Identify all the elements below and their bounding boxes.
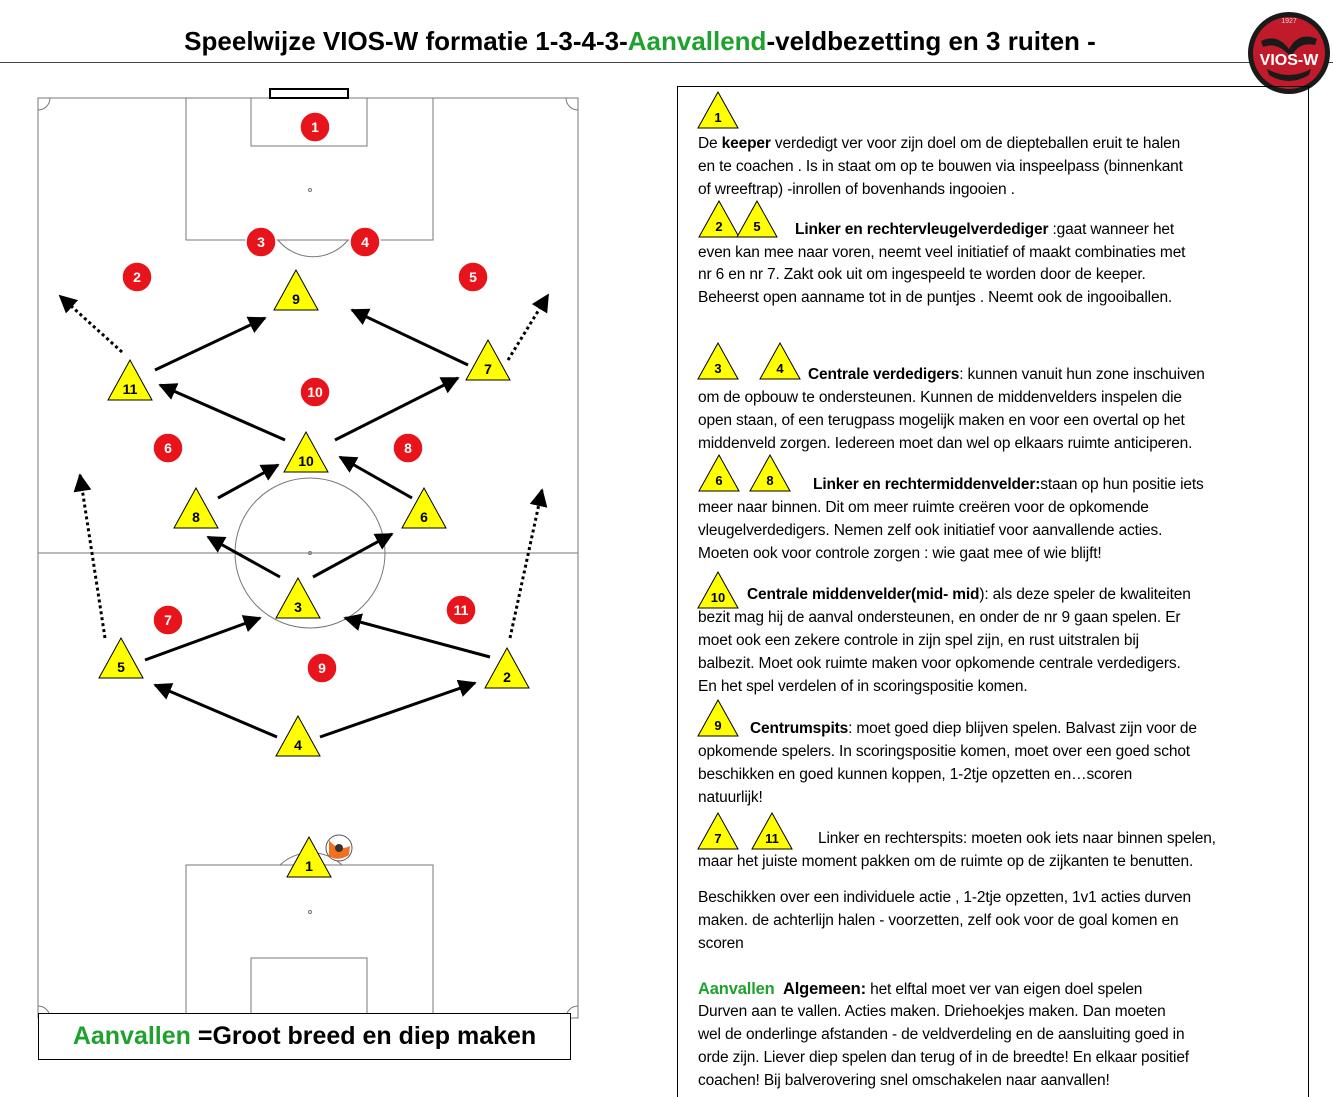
- svg-text:2: 2: [133, 269, 141, 285]
- club-logo: 1927 VIOS-W: [1248, 12, 1330, 94]
- player-marker: 3: [275, 576, 321, 619]
- svg-text:VIOS-W: VIOS-W: [1260, 52, 1320, 69]
- midfielders-line-4: Moeten ook voor controle zorgen : wie ga…: [698, 545, 1102, 562]
- slogan-highlight: Aanvallen: [72, 1022, 191, 1050]
- wingbacks-line-3: nr 6 en nr 7. Zakt ook uit om ingespeeld…: [698, 266, 1146, 283]
- midfielders-line-3: vleugelverdedigers. Nemen zelf ook initi…: [698, 522, 1163, 539]
- pitch-diagram: 1 3 4 2 5 10 6 8 7 11 9 9 11 7 10 8 6 3 5 2 4 1: [37, 88, 579, 1028]
- general-line-1: Aanvallen Algemeen: het elftal moet ver …: [698, 980, 1143, 998]
- midfielders-line-2: meer naar binnen. Dit om meer ruimte cre…: [698, 499, 1149, 516]
- player-marker: 1: [286, 835, 332, 878]
- opponent-marker: 10: [299, 376, 331, 408]
- player-marker: 2: [484, 646, 530, 689]
- wingbacks-line-1: Linker en rechtervleugelverdediger :gaat…: [795, 221, 1175, 238]
- player-marker: 5: [98, 636, 144, 679]
- midmid-line-3: moet ook een zekere controle in zijn spe…: [698, 632, 1139, 649]
- keeper-line-3: of wreeftrap) -inrollen of bovenhands in…: [698, 181, 1015, 198]
- svg-text:1: 1: [305, 858, 313, 874]
- midmid-line-2: bezit mag hij de aanval ondersteunen, en…: [698, 609, 1181, 626]
- keeper-line-2: en te coachen . Is in staat om op te bou…: [698, 158, 1183, 175]
- svg-text:2: 2: [503, 669, 511, 685]
- svg-text:8: 8: [404, 440, 412, 456]
- svg-text:5: 5: [469, 269, 477, 285]
- opponent-marker: 6: [152, 432, 184, 464]
- ball: [325, 834, 353, 862]
- centerbacks-line-3: open staan, of een terugpass mogelijk ma…: [698, 412, 1185, 429]
- svg-text:5: 5: [117, 659, 125, 675]
- svg-text:7: 7: [484, 361, 492, 377]
- title-part-1: Speelwijze VIOS-W formatie 1-3-4-3-: [184, 26, 628, 56]
- wingbacks-line-2: even kan mee naar voren, neemt veel init…: [698, 244, 1186, 261]
- general-line-4: orde zijn. Liever diep spelen dan terug …: [698, 1049, 1189, 1066]
- midmid-line-5: En het spel verdelen of in scoringsposit…: [698, 678, 1028, 695]
- wingers-line-1: Linker en rechterspits: moeten ook iets …: [818, 830, 1216, 847]
- opponent-marker: 8: [392, 432, 424, 464]
- wingers-line-4: maken. de achterlijn halen - voorzetten,…: [698, 912, 1179, 929]
- svg-text:10: 10: [307, 384, 323, 400]
- centerbacks-line-4: middenveld zorgen. Iedereen moet dan wel…: [698, 435, 1193, 452]
- striker-line-3: beschikken en goed kunnen koppen, 1-2tje…: [698, 766, 1133, 783]
- player-marker: 4: [275, 714, 321, 757]
- title-part-2: -veldbezetting en 3 ruiten -: [766, 26, 1096, 56]
- opponent-marker: 2: [121, 261, 153, 293]
- wingers-line-2: maar het juiste moment pakken om de ruim…: [698, 853, 1194, 870]
- midmid-line-1: Centrale middenvelder(mid- mid): als dez…: [747, 586, 1191, 603]
- player-marker: 7: [465, 338, 511, 381]
- svg-text:9: 9: [292, 291, 300, 307]
- opponent-marker: 7: [152, 604, 184, 636]
- midmid-line-4: balbezit. Moet ook ruimte maken voor opk…: [698, 655, 1181, 672]
- opponent-marker: 9: [306, 652, 338, 684]
- svg-text:3: 3: [294, 599, 302, 615]
- player-marker: 6: [401, 486, 447, 529]
- svg-text:6: 6: [420, 509, 428, 525]
- header: Speelwijze VIOS-W formatie 1-3-4-3-Aanva…: [0, 0, 1333, 63]
- striker-line-1: Centrumspits: moet goed diep blijven spe…: [750, 720, 1197, 737]
- page-title: Speelwijze VIOS-W formatie 1-3-4-3-Aanva…: [0, 26, 1280, 57]
- midfielders-line-1: Linker en rechtermiddenvelder:staan op h…: [813, 476, 1204, 493]
- player-marker: 8: [173, 486, 219, 529]
- svg-text:7: 7: [164, 612, 172, 628]
- player-marker: 11: [107, 358, 153, 401]
- striker-line-2: opkomende spelers. In scoringspositie ko…: [698, 743, 1190, 760]
- explanation-panel: [677, 86, 1309, 1097]
- wingers-line-5: scoren: [698, 935, 744, 952]
- opponent-marker: 1: [299, 111, 331, 143]
- svg-text:6: 6: [164, 440, 172, 456]
- svg-text:3: 3: [257, 234, 265, 250]
- slogan-box: Aanvallen =Groot breed en diep maken: [38, 1013, 571, 1060]
- svg-text:11: 11: [123, 381, 138, 397]
- opponent-marker: 4: [349, 226, 381, 258]
- opponent-marker: 3: [245, 226, 277, 258]
- striker-line-4: natuurlijk!: [698, 789, 763, 806]
- title-highlight: Aanvallend: [627, 26, 767, 56]
- svg-text:1: 1: [311, 119, 319, 135]
- keeper-line-1: De keeper verdedigt ver voor zijn doel o…: [698, 135, 1181, 152]
- wingers-line-3: Beschikken over een individuele actie , …: [698, 889, 1191, 906]
- svg-text:9: 9: [318, 660, 326, 676]
- player-marker: 9: [273, 268, 319, 311]
- svg-text:10: 10: [298, 453, 314, 469]
- wingbacks-line-4: Beheerst open aanname tot in de puntjes …: [698, 289, 1173, 306]
- centerbacks-line-2: om de opbouw te ondersteunen. Kunnen de …: [698, 389, 1182, 406]
- general-line-2: Durven aan te vallen. Acties maken. Drie…: [698, 1003, 1166, 1020]
- svg-text:1927: 1927: [1281, 18, 1297, 25]
- svg-text:11: 11: [454, 602, 469, 618]
- slogan-text: =Groot breed en diep maken: [197, 1022, 537, 1050]
- general-line-5: coachen! Bij balverovering snel omschake…: [698, 1072, 1110, 1089]
- opponent-marker: 5: [457, 261, 489, 293]
- svg-text:4: 4: [361, 234, 369, 250]
- general-line-3: wel de onderlinge afstanden - de veldver…: [698, 1026, 1185, 1043]
- centerbacks-line-1: Centrale verdedigers: kunnen vanuit hun …: [808, 366, 1205, 383]
- opponent-marker: 11: [445, 594, 477, 626]
- svg-text:8: 8: [192, 509, 200, 525]
- svg-text:4: 4: [294, 737, 302, 753]
- player-marker: 10: [283, 430, 329, 473]
